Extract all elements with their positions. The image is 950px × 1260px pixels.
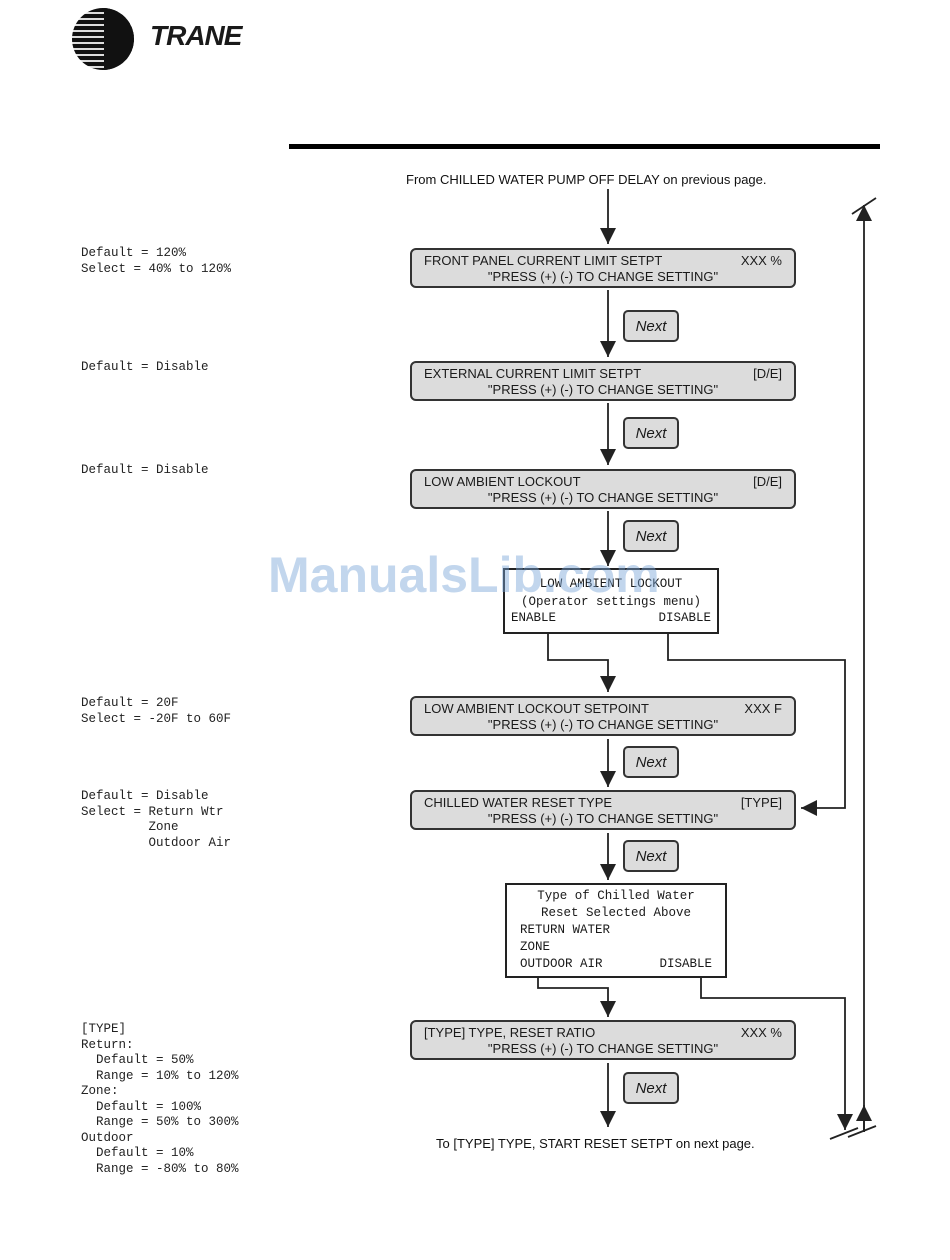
- lcd-option-disable[interactable]: DISABLE: [659, 957, 712, 971]
- break-mark-bottom-1: [829, 1127, 859, 1140]
- menu-prompt: "PRESS (+) (-) TO CHANGE SETTING": [487, 490, 719, 505]
- menu-value: [D/E]: [753, 474, 782, 489]
- menu-type-reset-ratio: [TYPE] TYPE, RESET RATIO XXX % "PRESS (+…: [410, 1020, 796, 1060]
- menu-value: [TYPE]: [740, 795, 782, 810]
- enable-branch: [547, 634, 617, 692]
- note-low-ambient-default: Default = Disable: [81, 463, 209, 477]
- break-mark-bottom-2: [847, 1125, 877, 1138]
- menu-title: CHILLED WATER RESET TYPE: [424, 795, 613, 810]
- menu-value: XXX %: [740, 1025, 782, 1040]
- next-button[interactable]: Next: [623, 840, 679, 872]
- next-button[interactable]: Next: [623, 1072, 679, 1104]
- menu-title: LOW AMBIENT LOCKOUT SETPOINT: [424, 701, 649, 716]
- header-rule: [289, 144, 880, 149]
- lcd-option-disable[interactable]: DISABLE: [658, 611, 711, 625]
- note-reset-type-defaults: Default = Disable Select = Return Wtr Zo…: [81, 789, 232, 850]
- menu-prompt: "PRESS (+) (-) TO CHANGE SETTING": [487, 1041, 719, 1056]
- note-front-panel-defaults: Default = 120% Select = 40% to 120%: [81, 246, 232, 276]
- menu-low-ambient-lockout-setpoint: LOW AMBIENT LOCKOUT SETPOINT XXX F "PRES…: [410, 696, 796, 736]
- lcd-line: (Operator settings menu): [520, 595, 702, 609]
- lcd-option-outdoor-air[interactable]: OUTDOOR AIR: [520, 957, 603, 971]
- caption-to-next: To [TYPE] TYPE, START RESET SETPT on nex…: [436, 1136, 755, 1151]
- menu-prompt: "PRESS (+) (-) TO CHANGE SETTING": [487, 269, 719, 284]
- menu-title: LOW AMBIENT LOCKOUT: [424, 474, 581, 489]
- note-setpoint-defaults: Default = 20F Select = -20F to 60F: [81, 696, 232, 726]
- menu-title: EXTERNAL CURRENT LIMIT SETPT: [424, 366, 642, 381]
- next-button[interactable]: Next: [623, 310, 679, 342]
- next-button[interactable]: Next: [623, 417, 679, 449]
- menu-prompt: "PRESS (+) (-) TO CHANGE SETTING": [487, 717, 719, 732]
- menu-chilled-water-reset-type: CHILLED WATER RESET TYPE [TYPE] "PRESS (…: [410, 790, 796, 830]
- menu-title: FRONT PANEL CURRENT LIMIT SETPT: [424, 253, 663, 268]
- menu-front-panel-current-limit: FRONT PANEL CURRENT LIMIT SETPT XXX % "P…: [410, 248, 796, 288]
- lcd-low-ambient-lockout: LOW AMBIENT LOCKOUT (Operator settings m…: [503, 568, 719, 634]
- lcd-option-enable[interactable]: ENABLE: [511, 611, 557, 625]
- menu-value: XXX F: [744, 701, 782, 716]
- disable-branch-2: [700, 977, 854, 1130]
- trane-logo-icon: [72, 8, 134, 70]
- lcd-line: LOW AMBIENT LOCKOUT: [539, 577, 683, 591]
- brand-name: TRANE: [150, 20, 242, 51]
- note-reset-ratio-defaults: [TYPE] Return: Default = 50% Range = 10%…: [81, 1022, 239, 1176]
- lcd-option-zone[interactable]: ZONE: [520, 940, 551, 954]
- break-mark-top: [851, 197, 877, 215]
- menu-title: [TYPE] TYPE, RESET RATIO: [424, 1025, 596, 1040]
- menu-value: XXX %: [740, 253, 782, 268]
- note-external-default: Default = Disable: [81, 360, 209, 374]
- lcd-reset-type: Type of Chilled Water Reset Selected Abo…: [505, 883, 727, 978]
- watermark: ManualsLib.com: [268, 547, 660, 603]
- next-button[interactable]: Next: [623, 746, 679, 778]
- lcd-line: Type of Chilled Water: [537, 889, 695, 903]
- lcd-line: Reset Selected Above: [540, 906, 692, 920]
- lcd-option-return-water[interactable]: RETURN WATER: [520, 923, 611, 937]
- caption-from-previous: From CHILLED WATER PUMP OFF DELAY on pre…: [406, 172, 767, 187]
- menu-prompt: "PRESS (+) (-) TO CHANGE SETTING": [487, 811, 719, 826]
- menu-external-current-limit: EXTERNAL CURRENT LIMIT SETPT [D/E] "PRES…: [410, 361, 796, 401]
- type-branch: [537, 977, 617, 1017]
- next-button[interactable]: Next: [623, 520, 679, 552]
- menu-value: [D/E]: [753, 366, 782, 381]
- menu-prompt: "PRESS (+) (-) TO CHANGE SETTING": [487, 382, 719, 397]
- menu-low-ambient-lockout: LOW AMBIENT LOCKOUT [D/E] "PRESS (+) (-)…: [410, 469, 796, 509]
- disable-branch: [667, 634, 846, 817]
